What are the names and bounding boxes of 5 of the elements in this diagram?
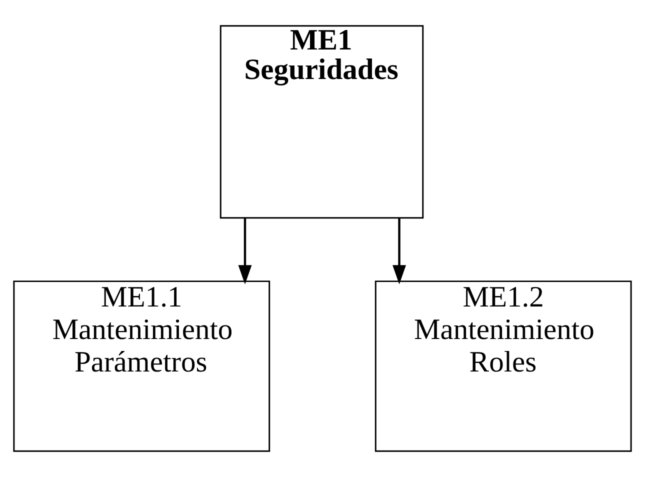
node-box: ME1.2 Mantenimiento Roles bbox=[374, 280, 632, 452]
arrow bbox=[392, 218, 406, 284]
arrow bbox=[238, 218, 252, 284]
node-box: ME1.1 Mantenimiento Parámetros bbox=[13, 280, 270, 452]
node-box: ME1 Seguridades bbox=[220, 25, 424, 219]
